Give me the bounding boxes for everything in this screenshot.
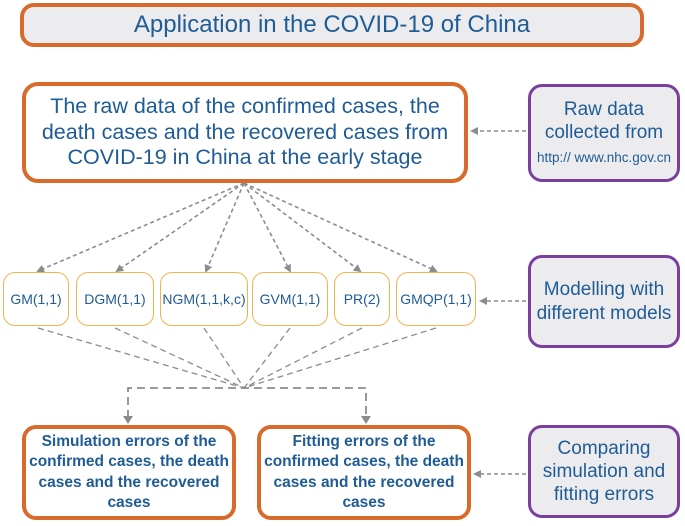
- model-ngm: NGM(1,1,k,c): [160, 272, 248, 326]
- arrowhead-fitting: [361, 416, 371, 424]
- raw-data-source-note: Raw data collected from http:// www.nhc.…: [528, 84, 680, 182]
- raw-source-text: Raw data collected from: [544, 99, 664, 144]
- diagram-title: Application in the COVID-19 of China: [20, 3, 644, 47]
- arrow-raw-to-m6: [243, 182, 438, 273]
- model-gvm: GVM(1,1): [252, 272, 328, 326]
- model-dgm: DGM(1,1): [76, 272, 154, 326]
- simulation-errors-box: Simulation errors of the confirmed cases…: [22, 425, 236, 520]
- raw-data-box: The raw data of the confirmed cases, the…: [22, 82, 468, 183]
- arrow-raw-to-m5: [243, 182, 362, 273]
- line-m3-to-center: [203, 327, 245, 389]
- comparing-note: Comparing simulation and fitting errors: [528, 425, 680, 518]
- arrowhead-simulation: [123, 416, 133, 424]
- split-connector: [127, 387, 367, 418]
- raw-source-url: http:// www.nhc.gov.cn: [536, 149, 672, 165]
- line-m6-to-center: [243, 327, 437, 389]
- line-m4-to-center: [243, 327, 291, 389]
- line-m1-to-center: [37, 327, 245, 389]
- arrow-raw-to-m4: [243, 182, 291, 273]
- modelling-note: Modelling with different models: [528, 255, 680, 348]
- arrow-raw-to-m2: [115, 182, 245, 273]
- line-m2-to-center: [114, 327, 245, 389]
- model-gmqp: GMQP(1,1): [396, 272, 476, 326]
- arrow-raw-to-m3: [204, 182, 245, 273]
- model-gm: GM(1,1): [3, 272, 69, 326]
- fitting-errors-box: Fitting errors of the confirmed cases, t…: [257, 425, 471, 520]
- arrow-raw-to-m1: [36, 182, 245, 273]
- model-pr: PR(2): [334, 272, 390, 326]
- line-m5-to-center: [243, 327, 363, 389]
